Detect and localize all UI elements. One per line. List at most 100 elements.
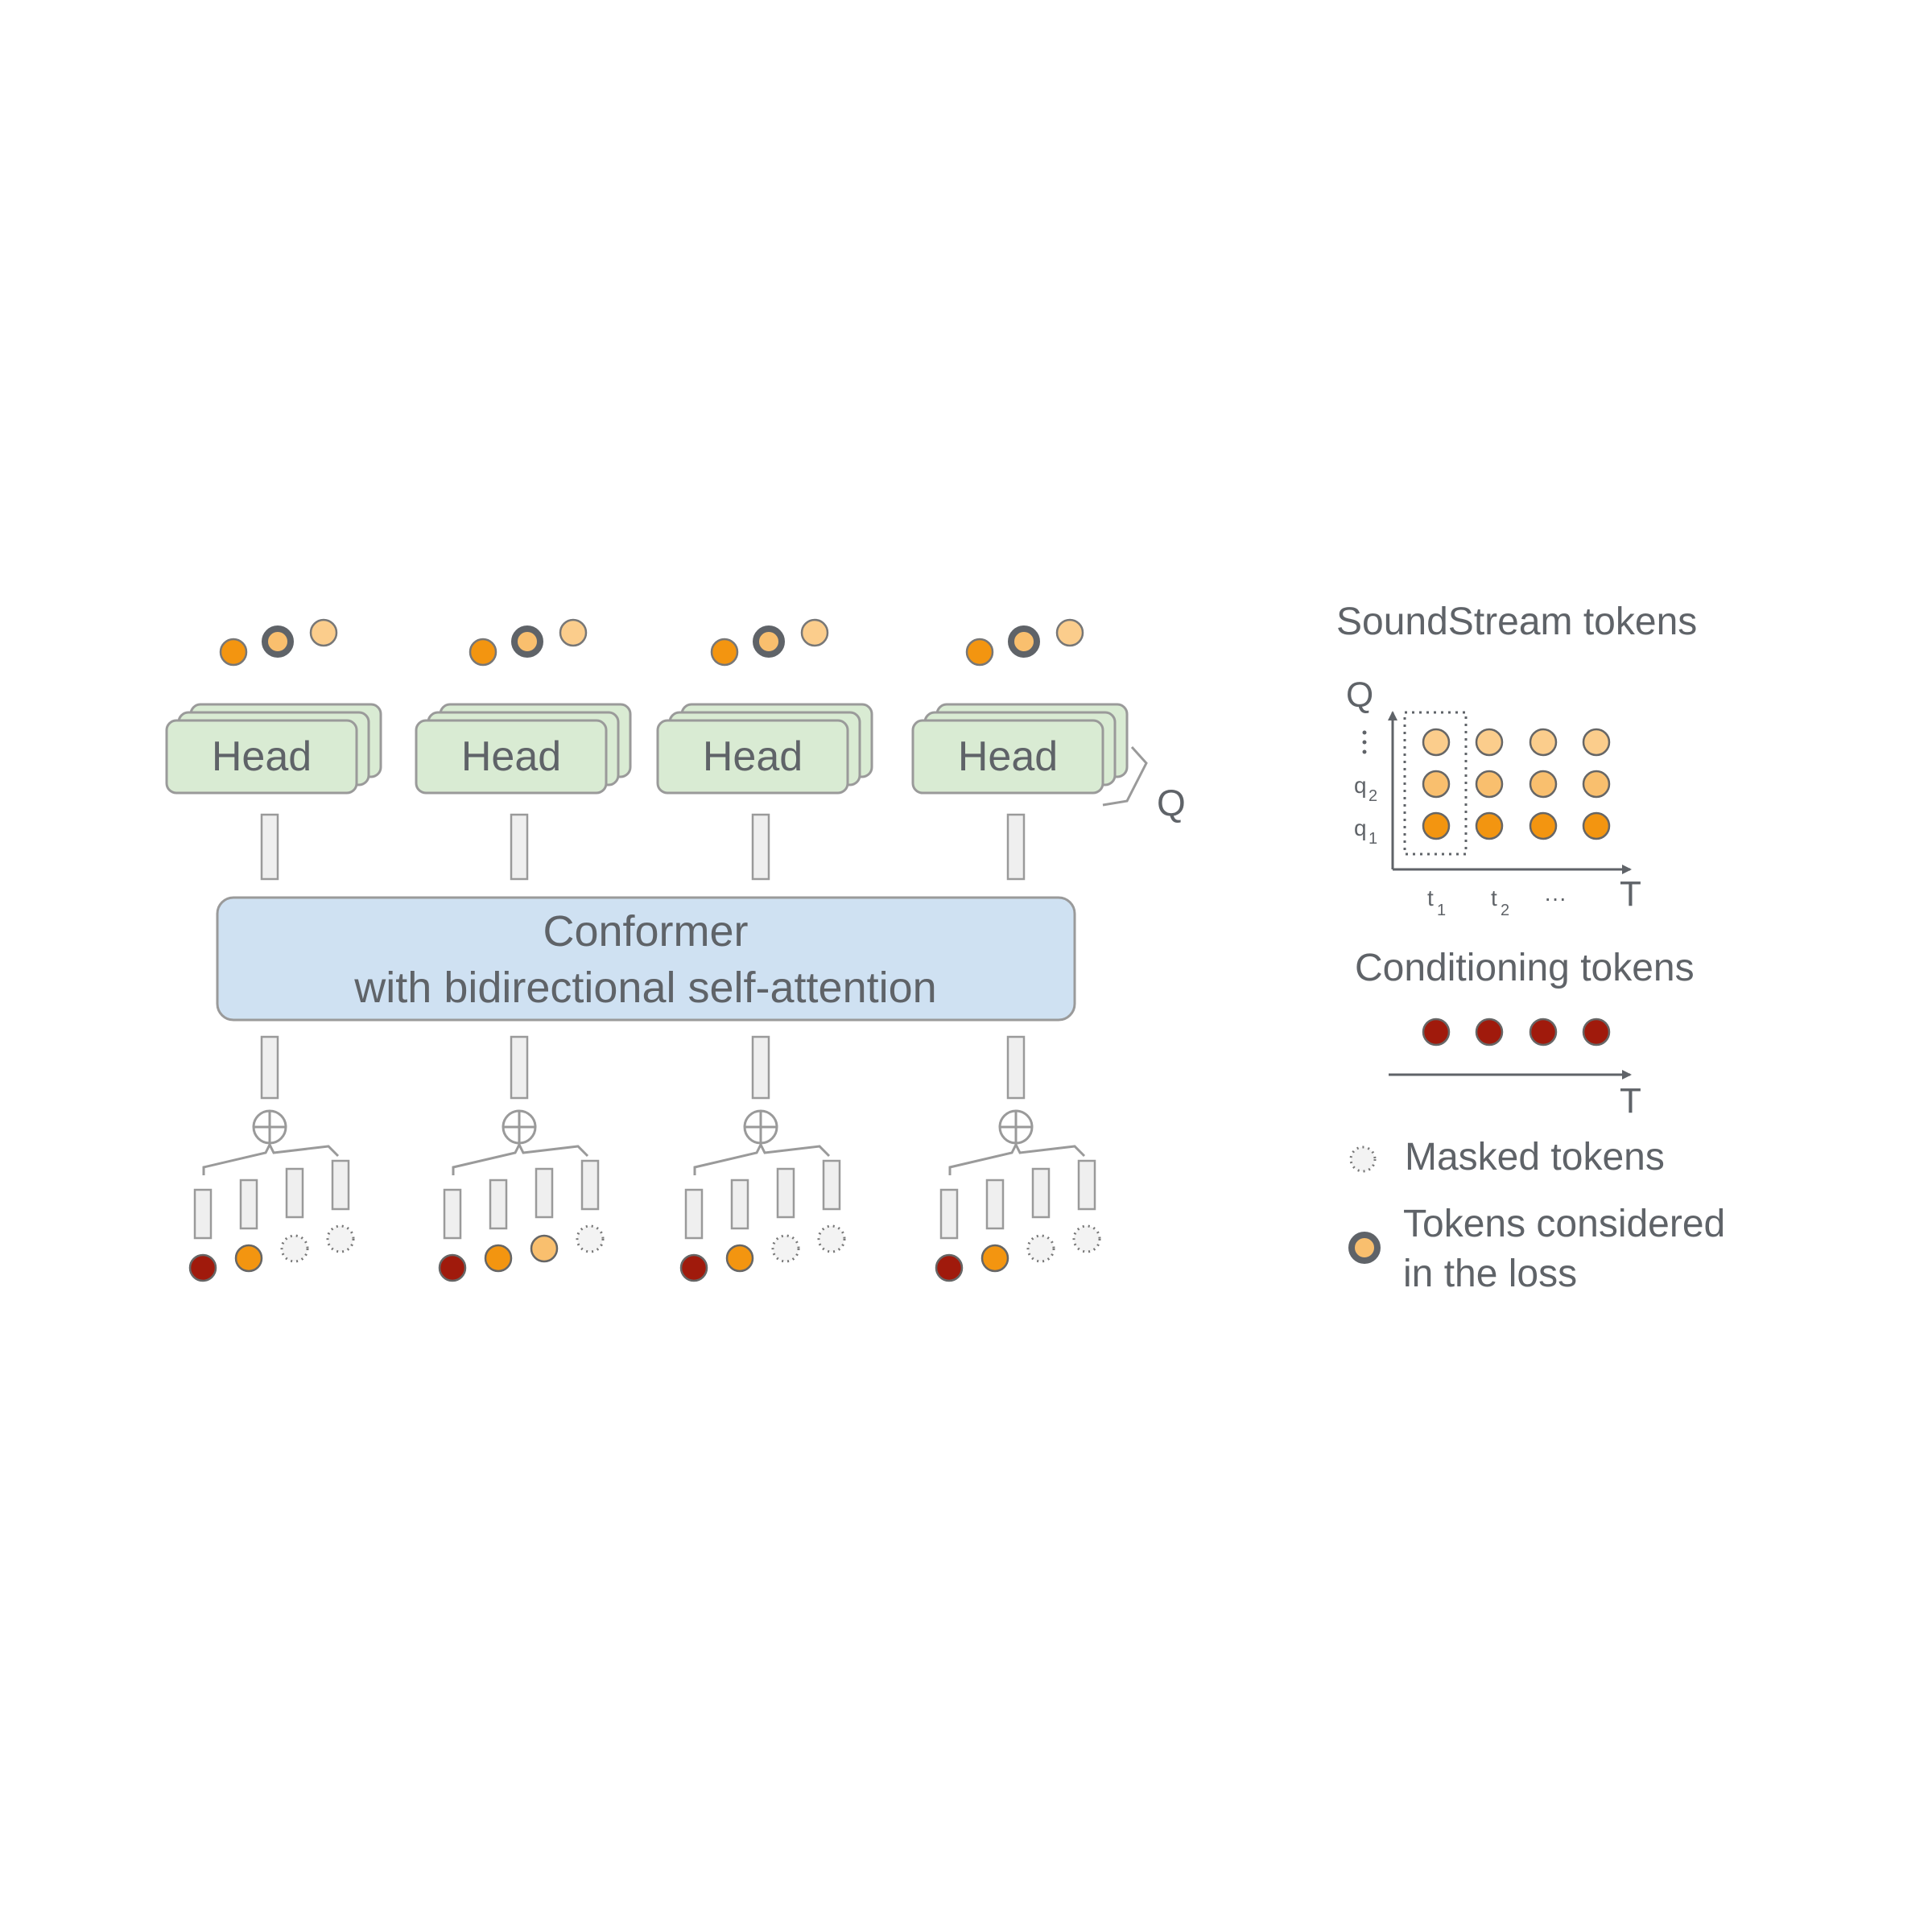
q-tick-subscript: 1 <box>1368 830 1377 848</box>
masked-token-swatch <box>1349 1146 1377 1173</box>
sum-icon <box>743 1109 778 1145</box>
input-embedding <box>193 1188 213 1240</box>
output-token <box>219 638 248 667</box>
embedding-connector <box>260 1035 279 1100</box>
masked-token <box>817 1224 846 1253</box>
q-bracket: Q <box>1102 745 1186 824</box>
input-embedding <box>730 1179 749 1230</box>
sum-icon <box>998 1109 1034 1145</box>
grid-token <box>1422 811 1451 840</box>
soundstream-token <box>234 1244 263 1273</box>
q-ellipsis-dot <box>1362 749 1367 754</box>
soundstream-token <box>530 1234 559 1263</box>
q-tick-subscript: 2 <box>1368 787 1377 805</box>
column-1: Head <box>165 618 382 1282</box>
t-tick-subscript: 2 <box>1501 902 1509 919</box>
masked-tokens-label: Masked tokens <box>1405 1136 1665 1179</box>
loss-tokens-label-line1: Tokens considered <box>1403 1203 1725 1245</box>
column-4: Head <box>911 618 1129 1282</box>
conditioning-token <box>679 1253 708 1282</box>
q-tick-label: q <box>1354 815 1367 840</box>
grid-token <box>1529 811 1558 840</box>
head-box <box>656 719 849 795</box>
grid-token <box>1422 770 1451 799</box>
head-box <box>911 719 1104 795</box>
conditioning-title: Conditioning tokens <box>1355 947 1695 989</box>
q-ellipsis-dot <box>1362 730 1367 735</box>
input-embedding <box>285 1167 304 1219</box>
conditioning-token <box>1475 1018 1504 1046</box>
head-box <box>165 719 358 795</box>
grid-token <box>1529 728 1558 757</box>
masked-token <box>280 1234 309 1263</box>
output-token <box>309 618 338 647</box>
masked-token <box>326 1224 355 1253</box>
input-embedding <box>443 1188 462 1240</box>
head-label: Head <box>212 733 312 780</box>
conditioning-token <box>935 1253 964 1282</box>
output-token <box>1055 618 1084 647</box>
q-label: Q <box>1157 782 1186 824</box>
conditioning-token <box>1582 1018 1611 1046</box>
output-token <box>965 638 994 667</box>
t-tick-label: t <box>1491 886 1497 910</box>
masked-token <box>576 1224 605 1253</box>
axis-q-label: Q <box>1346 675 1373 715</box>
input-embedding <box>822 1159 841 1211</box>
grid-token <box>1475 728 1504 757</box>
input-embedding <box>985 1179 1005 1230</box>
conditioning-token-row <box>1422 1018 1611 1046</box>
input-embedding <box>939 1188 959 1240</box>
output-token <box>559 618 588 647</box>
q-tick-label: q <box>1354 773 1367 798</box>
masked-token <box>771 1234 800 1263</box>
output-token <box>469 638 497 667</box>
input-embedding <box>580 1159 600 1211</box>
t-tick-label: ··· <box>1544 886 1567 910</box>
t-tick-label: t <box>1427 886 1434 910</box>
embedding-connector <box>510 813 529 881</box>
masked-token <box>1026 1234 1055 1263</box>
column-2: Head <box>415 618 632 1282</box>
conditioning-t-label: T <box>1620 1081 1641 1121</box>
grid-token <box>1582 770 1611 799</box>
grid-token <box>1529 770 1558 799</box>
input-embedding <box>1031 1167 1051 1219</box>
soundstream-token <box>980 1244 1009 1273</box>
soundstream-token-grid <box>1422 728 1611 840</box>
embedding-connector <box>751 1035 770 1100</box>
head-label: Head <box>958 733 1058 780</box>
sum-bracket <box>948 1141 1086 1175</box>
sum-bracket <box>202 1141 340 1175</box>
sum-icon <box>252 1109 287 1145</box>
soundstream-token <box>725 1244 754 1273</box>
grid-token <box>1582 811 1611 840</box>
conformer-title: Conformer <box>543 907 748 956</box>
head-label: Head <box>703 733 803 780</box>
loss-output-token <box>511 625 543 658</box>
loss-output-token <box>1008 625 1040 658</box>
conformer-block: Conformer with bidirectional self-attent… <box>216 896 1076 1022</box>
soundstream-title: SoundStream tokens <box>1336 601 1697 643</box>
loss-output-token <box>262 625 294 658</box>
input-embedding <box>776 1167 795 1219</box>
token-columns: Head Head Head Head <box>165 618 1129 1282</box>
conditioning-token <box>438 1253 467 1282</box>
conformer-subtitle: with bidirectional self-attention <box>353 964 936 1012</box>
loss-tokens-label-line2: in the loss <box>1403 1253 1577 1295</box>
input-embedding <box>239 1179 258 1230</box>
conditioning-token <box>1529 1018 1558 1046</box>
q-ellipsis-dot <box>1362 740 1367 745</box>
axis-t-label: T <box>1620 874 1641 914</box>
grid-token <box>1475 770 1504 799</box>
output-token <box>800 618 829 647</box>
conditioning-token <box>188 1253 217 1282</box>
embedding-connector <box>260 813 279 881</box>
input-embedding <box>489 1179 508 1230</box>
soundstream-token <box>484 1244 513 1273</box>
input-embedding <box>535 1167 554 1219</box>
